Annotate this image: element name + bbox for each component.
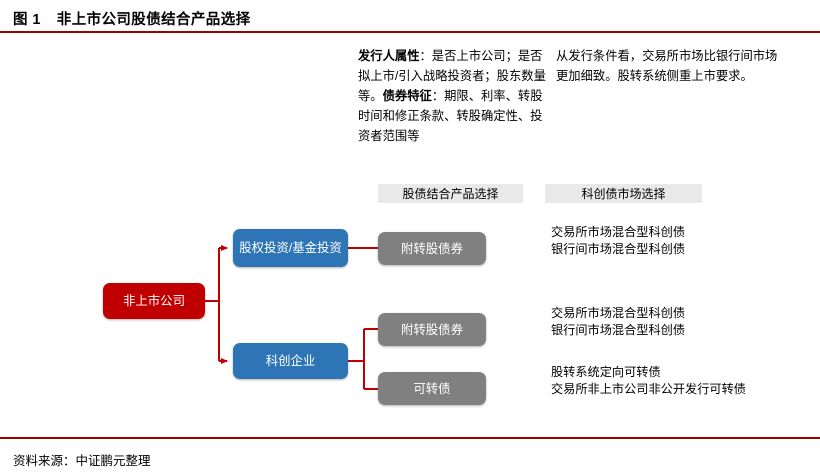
note-market-comparison: 从发行条件看，交易所市场比银行间市场更加细致。股转系统侧重上市要求。 [556, 49, 778, 83]
market-choice-0: 交易所市场混合型科创债 银行间市场混合型科创债 [551, 225, 686, 256]
header-divider [0, 31, 820, 33]
figure-label: 图 1 [13, 12, 41, 28]
note-issuer-heading-1: 发行人属性 [358, 49, 420, 63]
figure-title-text: 非上市公司股债结合产品选择 [56, 12, 251, 28]
source-note: 资料来源：中证鹏元整理 [13, 454, 151, 468]
flow-node-root[interactable]: 非上市公司 [103, 283, 205, 319]
footer-divider [0, 437, 820, 439]
note-issuer-body-2: ：期限、利率、转股时间和修正条款、转股确定性、投资者范围等 [358, 89, 543, 143]
page-title: 图 1 非上市公司股债结合产品选择 [13, 8, 251, 29]
note-issuer-body-1: ：是否上市公司；是否拟上市/引入战略投资者；股东数量等。 [358, 49, 546, 103]
flow-node-equity-investment[interactable]: 股权投资/基金投资 [233, 229, 348, 267]
flow-node-product-2[interactable]: 可转债 [378, 372, 486, 405]
market-choice-1: 交易所市场混合型科创债 银行间市场混合型科创债 [551, 306, 686, 337]
column-header-market-selection: 科创债市场选择 [545, 184, 702, 203]
column-header-product-selection: 股债结合产品选择 [378, 184, 523, 203]
note-issuer-attributes: 发行人属性：是否上市公司；是否拟上市/引入战略投资者；股东数量等。债券特征：期限… [358, 46, 554, 146]
flow-node-product-1[interactable]: 附转股债券 [378, 313, 486, 346]
note-issuer-heading-2: 债券特征 [382, 89, 432, 103]
flow-node-tech-enterprise[interactable]: 科创企业 [233, 343, 348, 379]
market-choice-2: 股转系统定向可转债 交易所非上市公司非公开发行可转债 [551, 365, 746, 396]
flow-node-product-0[interactable]: 附转股债券 [378, 232, 486, 265]
